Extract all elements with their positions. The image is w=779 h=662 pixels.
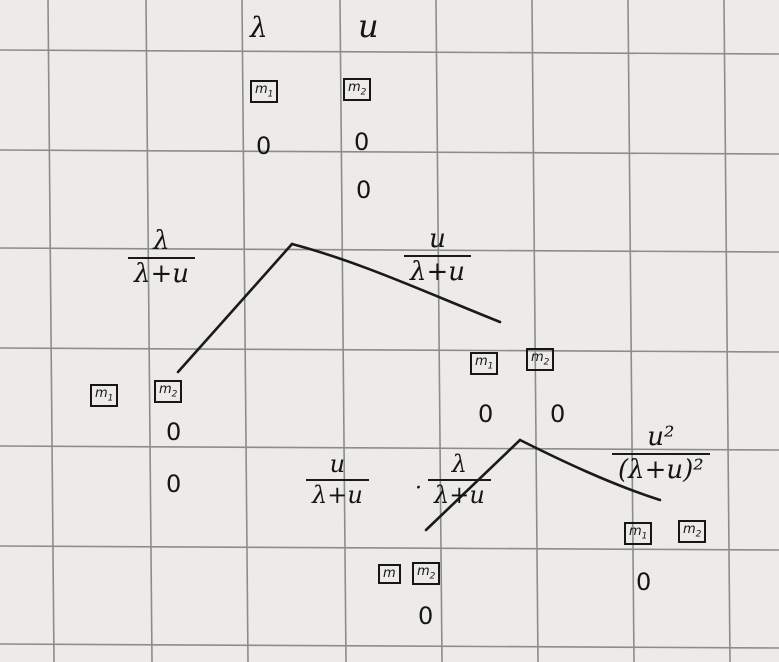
queue-zero-left-2: 0: [166, 470, 182, 498]
queue-zero-left-1: 0: [166, 418, 182, 446]
queue-zero-right-m1: 0: [478, 400, 494, 428]
mu-rate-label: u: [358, 7, 379, 45]
machine-m2-box-right: m2: [526, 348, 555, 372]
branch-line-bottom-right: [518, 438, 662, 502]
probability-bottom-right-branch: u² (λ+u)²: [612, 423, 710, 485]
tree-branches: [176, 242, 662, 532]
branch-line-right: [290, 242, 502, 324]
multiplication-dot: ·: [415, 476, 422, 501]
probability-bottom-left-branch-mu: u λ+u: [306, 451, 369, 508]
machine-m1-box-left: m1: [90, 384, 119, 408]
queue-zero-right-m2: 0: [550, 400, 566, 428]
grid-line-horizontal: [0, 49, 779, 55]
grid-line-vertical: [339, 0, 347, 662]
branch-line-bottom-left: [424, 438, 522, 532]
probability-left-branch: λ λ+u: [128, 227, 196, 289]
machine-m2-box-bottom-right: m2: [678, 520, 707, 544]
machine-m2-box-top: m2: [343, 78, 372, 102]
machine-m2-box-bottom-left: m2: [412, 562, 441, 586]
grid-line-horizontal: [0, 347, 779, 353]
grid-line-horizontal: [0, 643, 779, 649]
grid-line-horizontal: [0, 445, 779, 451]
machine-m1-box-right: m1: [470, 352, 499, 376]
lambda-rate-label: λ: [250, 11, 268, 44]
branch-line-left: [176, 242, 294, 374]
grid-line-vertical: [145, 0, 153, 662]
grid-line-horizontal: [0, 247, 779, 253]
grid-line-horizontal: [0, 149, 779, 155]
queue-zero-m1-top: 0: [256, 132, 272, 160]
probability-bottom-left-branch-lambda: λ λ+u: [428, 451, 491, 508]
queue-zero-m2-top-2: 0: [356, 176, 372, 204]
queue-zero-m2-top-1: 0: [354, 128, 370, 156]
grid-line-vertical: [723, 0, 731, 662]
machine-m1-box-bottom-right: m1: [624, 522, 653, 546]
grid-line-vertical: [435, 0, 443, 662]
queue-zero-bottom-left: 0: [418, 602, 434, 630]
machine-m1-box-bottom-left: m: [378, 564, 401, 585]
grid-line-vertical: [627, 0, 635, 662]
grid-line-horizontal: [0, 545, 779, 551]
machine-m2-box-left: m2: [154, 380, 183, 404]
grid-line-vertical: [241, 0, 249, 662]
grid-line-vertical: [531, 0, 539, 662]
machine-m1-box-top: m1: [250, 80, 279, 104]
grid-line-vertical: [47, 0, 55, 662]
queue-zero-bottom-right: 0: [636, 568, 652, 596]
probability-right-branch: u λ+u: [404, 225, 472, 287]
